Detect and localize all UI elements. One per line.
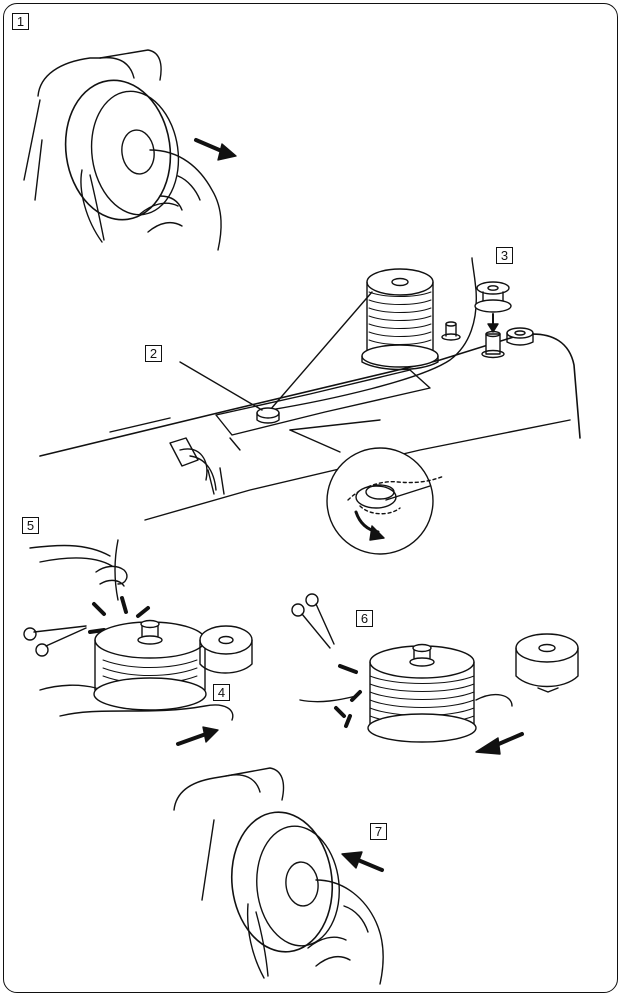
step-number-2: 2 <box>145 345 162 362</box>
machine-top-illustration <box>39 257 581 555</box>
step-number-5: 5 <box>22 517 39 534</box>
handwheel-pull-out-illustration <box>23 49 237 251</box>
step-number-6: 6 <box>356 610 373 627</box>
handwheel-push-in-illustration <box>173 767 384 985</box>
step-number-7: 7 <box>370 823 387 840</box>
full-bobbin-illustration <box>291 593 579 755</box>
step-number-3: 3 <box>496 247 513 264</box>
page-frame <box>3 3 618 993</box>
bobbin-winding-illustration <box>23 539 253 746</box>
step-number-4: 4 <box>213 684 230 701</box>
step-number-1: 1 <box>12 13 29 30</box>
